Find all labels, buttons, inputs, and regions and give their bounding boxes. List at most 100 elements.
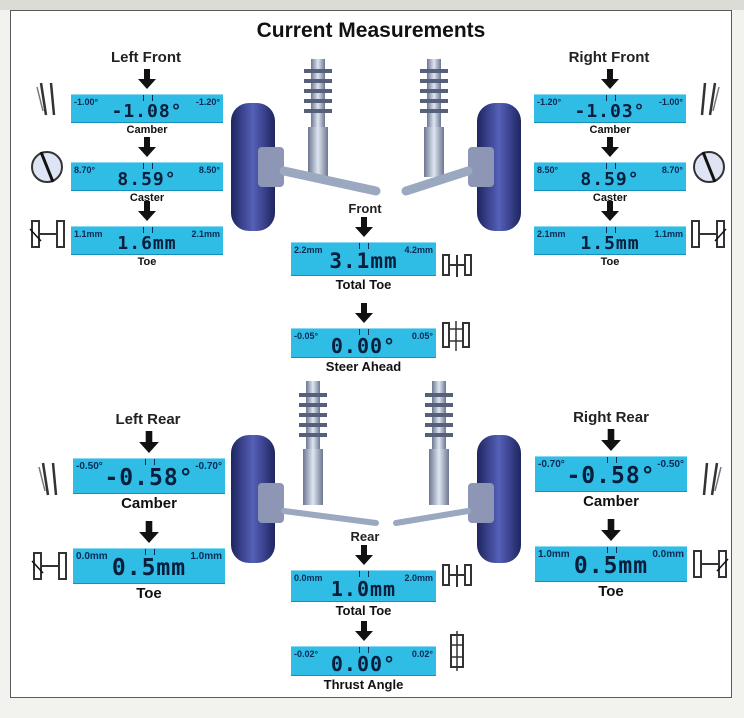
gauge-label: Toe xyxy=(137,256,157,268)
gauge-min: -0.70° xyxy=(538,459,565,470)
gauge-value: -0.58° xyxy=(104,465,194,491)
gauge-min: -0.50° xyxy=(76,461,103,472)
gauge-tick xyxy=(145,459,155,465)
right-front-strut xyxy=(401,59,473,196)
gauge-tick xyxy=(607,457,617,463)
gauge-label: Toe xyxy=(136,585,162,602)
gauge-tick xyxy=(359,571,369,577)
pointer-arrow-icon xyxy=(601,519,621,541)
gauge-max: 8.70° xyxy=(661,165,683,175)
gauge-tick xyxy=(607,547,617,553)
gauge-max: 0.02° xyxy=(411,649,433,659)
pointer-arrow-icon xyxy=(354,545,373,565)
thrust-angle-icon xyxy=(450,631,464,671)
right-rear-heading: Right Rear xyxy=(535,409,687,426)
toe-icon xyxy=(29,220,65,248)
front-center-heading-text: Front xyxy=(348,201,382,216)
gauge-min: 8.50° xyxy=(537,165,559,175)
gauge-label: Camber xyxy=(121,495,177,512)
left-front-caster-gauge: 8.70° 8.50° 8.59° Caster xyxy=(71,137,223,204)
left-rear-wheel xyxy=(231,435,284,563)
left-front-strut xyxy=(279,59,381,196)
toe-icon xyxy=(693,550,729,578)
right-front-caster-gauge: 8.50° 8.70° 8.59° Caster xyxy=(534,137,686,204)
rear-center-heading: Rear xyxy=(294,529,436,544)
gauge-min: 2.2mm xyxy=(294,245,323,255)
gauge-min: 0.0mm xyxy=(294,573,323,583)
pointer-arrow-icon xyxy=(601,201,619,221)
toe-icon xyxy=(31,552,67,580)
toe-icon xyxy=(691,220,727,248)
gauge-min: 1.0mm xyxy=(538,549,570,560)
gauge-label: Total Toe xyxy=(335,603,392,618)
gauge-label: Caster xyxy=(129,192,165,204)
gauge-label: Camber xyxy=(583,493,639,510)
gauge-max: 2.0mm xyxy=(404,573,433,583)
gauge-min: -1.20° xyxy=(537,97,562,107)
left-front-toe-gauge: 1.1mm 2.1mm 1.6mm Toe xyxy=(71,201,223,268)
pointer-arrow-icon xyxy=(138,201,156,221)
pointer-arrow-icon xyxy=(354,303,373,323)
right-front-wheel xyxy=(468,103,521,231)
gauge-min: 2.1mm xyxy=(537,229,566,239)
gauge-tick xyxy=(359,647,369,653)
pointer-arrow-icon xyxy=(354,217,373,237)
gauge-value: 1.5mm xyxy=(580,233,640,254)
gauge-tick xyxy=(145,549,155,555)
caster-icon xyxy=(693,151,725,183)
gauge-label: Thrust Angle xyxy=(323,677,404,692)
steer-ahead-gauge: -0.05° 0.05° 0.00° Steer Ahead xyxy=(291,303,436,374)
right-rear-toe-gauge: 1.0mm 0.0mm 0.5mm Toe xyxy=(535,519,687,600)
gauge-max: 0.0mm xyxy=(652,549,684,560)
pointer-arrow-icon xyxy=(138,69,156,89)
gauge-label: Steer Ahead xyxy=(325,359,402,374)
gauge-tick xyxy=(606,227,616,233)
gauge-min: 1.1mm xyxy=(74,229,103,239)
total-toe-icon xyxy=(442,564,472,587)
left-front-heading-text: Left Front xyxy=(111,49,181,66)
gauge-max: 2.1mm xyxy=(191,229,220,239)
gauge-tick xyxy=(606,95,616,101)
left-rear-heading: Left Rear xyxy=(73,411,223,428)
gauge-tick xyxy=(143,227,153,233)
front-total-toe-gauge: 2.2mm 4.2mm 3.1mm Total Toe xyxy=(291,217,436,292)
pointer-arrow-icon xyxy=(601,429,621,451)
gauge-max: 4.2mm xyxy=(404,245,433,255)
gauge-min: 0.0mm xyxy=(76,551,108,562)
gauge-value: -0.58° xyxy=(566,463,656,489)
gauge-value: 0.5mm xyxy=(111,555,187,581)
caster-icon xyxy=(31,151,63,183)
rear-center-heading-text: Rear xyxy=(350,529,380,544)
page-title: Current Measurements xyxy=(256,19,486,42)
left-front-heading: Left Front xyxy=(71,49,221,66)
left-rear-camber-gauge: -0.50° -0.70° -0.58° Camber xyxy=(73,431,225,512)
gauge-tick xyxy=(359,329,369,335)
left-front-wheel xyxy=(231,103,284,231)
gauge-value: -1.08° xyxy=(111,101,183,122)
gauge-value: 1.0mm xyxy=(330,577,397,601)
measurements-panel: Current Measurements xyxy=(10,10,732,698)
right-rear-heading-text: Right Rear xyxy=(573,409,649,426)
gauge-value: 0.5mm xyxy=(573,553,649,579)
camber-icon xyxy=(36,82,56,116)
gauge-label: Toe xyxy=(598,583,624,600)
gauge-max: -1.20° xyxy=(195,97,220,107)
pointer-arrow-icon xyxy=(139,521,159,543)
gauge-value: 3.1mm xyxy=(329,249,398,273)
gauge-min: -1.00° xyxy=(74,97,99,107)
camber-icon xyxy=(702,462,722,496)
rear-suspension-illustration xyxy=(231,381,521,563)
thrust-angle-gauge: -0.02° 0.02° 0.00° Thrust Angle xyxy=(291,621,436,692)
front-suspension-illustration xyxy=(231,59,521,231)
camber-icon xyxy=(38,462,58,496)
gauge-max: -1.00° xyxy=(658,97,683,107)
right-front-toe-gauge: 2.1mm 1.1mm 1.5mm Toe xyxy=(534,201,686,268)
gauge-max: -0.70° xyxy=(195,461,222,472)
gauge-value: 0.00° xyxy=(330,334,397,358)
gauge-min: -0.05° xyxy=(294,331,319,341)
gauge-max: 1.1mm xyxy=(654,229,683,239)
pointer-arrow-icon xyxy=(601,137,619,157)
top-strip xyxy=(0,0,744,10)
gauge-value: 0.00° xyxy=(330,652,397,676)
gauge-value: 1.6mm xyxy=(117,233,177,254)
